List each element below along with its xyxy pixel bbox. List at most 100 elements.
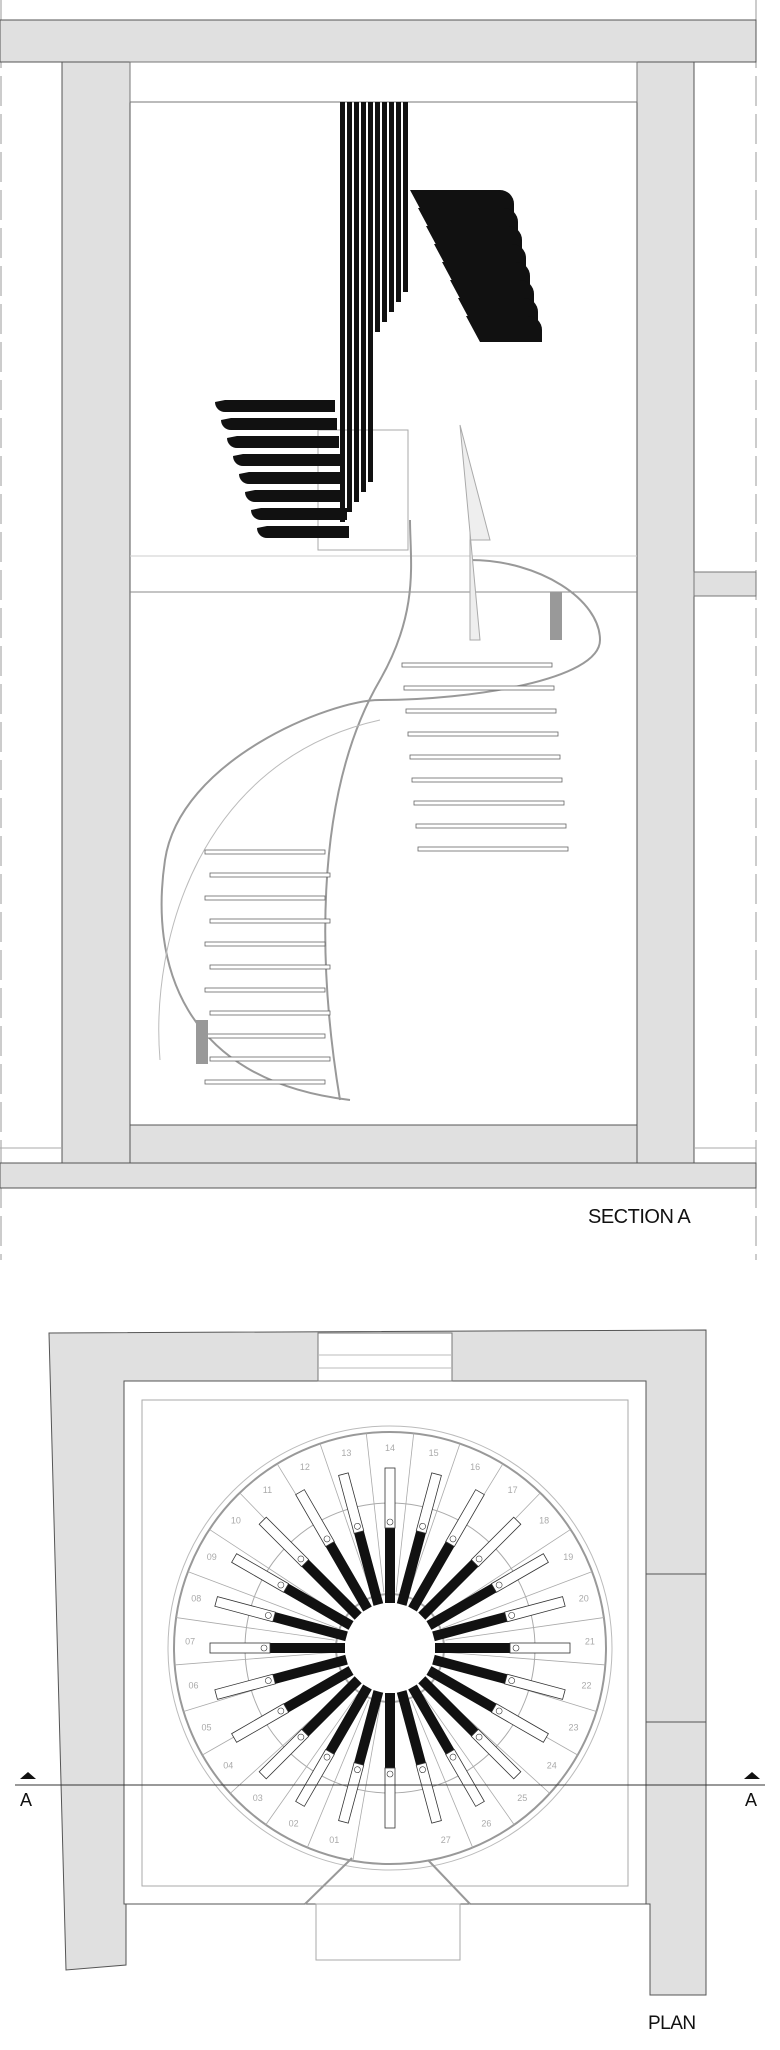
stair-tread	[204, 1033, 326, 1039]
step-number: 23	[569, 1722, 579, 1732]
step-number: 27	[441, 1835, 451, 1845]
tread-extension	[209, 1642, 271, 1654]
tread	[258, 1516, 362, 1620]
tread-black	[396, 1690, 426, 1766]
tread-fixing	[297, 1555, 305, 1563]
step-number: 21	[585, 1637, 595, 1647]
tread-black	[301, 1676, 362, 1737]
tread	[408, 1489, 485, 1612]
stair-tread	[209, 1056, 331, 1062]
step-divider	[411, 1699, 474, 1848]
tread	[258, 1676, 362, 1780]
step-divider	[407, 1443, 461, 1596]
suspended-tread	[221, 418, 337, 430]
tread-fixing	[264, 1612, 272, 1619]
tread	[396, 1690, 442, 1824]
tread	[435, 1642, 571, 1654]
stair-exit-rails	[304, 1857, 471, 1905]
tread-fixing	[264, 1677, 272, 1684]
floor-slab	[0, 1162, 757, 1189]
hanging-rod	[382, 102, 387, 322]
suspended-tread	[227, 436, 339, 448]
hanging-rod	[354, 102, 359, 502]
hanging-rod	[389, 102, 394, 312]
stair-tread	[209, 918, 331, 924]
stair-tread	[407, 731, 559, 737]
step-number: 03	[253, 1793, 263, 1803]
tread-black	[283, 1583, 354, 1630]
tread-black	[426, 1666, 497, 1713]
core-void	[346, 1604, 434, 1692]
section-a-drawing	[0, 0, 757, 1260]
tread-extension	[415, 1762, 442, 1824]
step-divider	[306, 1699, 369, 1848]
plan-bottom-opening	[315, 1903, 461, 1961]
step-number: 05	[201, 1722, 211, 1732]
tread-black	[325, 1684, 372, 1755]
stair-tread	[204, 987, 326, 993]
step-number: 25	[517, 1793, 527, 1803]
stair-tread	[405, 708, 557, 714]
stair-tread	[209, 872, 331, 878]
hanging-rod	[403, 102, 408, 292]
roof-slab	[0, 19, 757, 63]
tread-extension	[214, 1596, 276, 1623]
tread	[408, 1684, 485, 1807]
tread-fixing	[449, 1753, 457, 1761]
tread-extension	[470, 1728, 522, 1780]
tread-extension	[509, 1642, 571, 1654]
step-divider	[352, 1703, 381, 1861]
tread	[418, 1516, 522, 1620]
step-number: 06	[189, 1680, 199, 1690]
tread-extension	[231, 1703, 290, 1743]
tread-fixing	[386, 1518, 394, 1526]
tread-fixing	[260, 1644, 268, 1652]
inner-platform	[141, 1399, 629, 1887]
tread-fixing	[354, 1522, 361, 1530]
step-number: 08	[191, 1593, 201, 1603]
hanging-rod	[375, 102, 380, 332]
step-number: 14	[385, 1443, 395, 1453]
tread-fixing	[354, 1766, 361, 1774]
tread-extension	[258, 1728, 310, 1780]
cut-marker-left-label: A	[20, 1790, 32, 1810]
tread-extension	[295, 1748, 335, 1807]
step-divider	[319, 1443, 373, 1596]
tread	[214, 1654, 348, 1700]
tread-black	[385, 1693, 395, 1768]
tread-black	[272, 1612, 348, 1642]
step-number: 18	[539, 1516, 549, 1526]
tread-extension	[490, 1553, 549, 1593]
tread-extension	[415, 1472, 442, 1534]
suspended-tread	[215, 400, 335, 412]
tread-black	[354, 1530, 384, 1606]
step-number: 16	[470, 1462, 480, 1472]
tread-fixing	[277, 1707, 285, 1715]
tread	[209, 1642, 345, 1654]
tread-black	[283, 1666, 354, 1713]
mid-slab-right	[693, 571, 757, 597]
tread-fixing	[508, 1677, 516, 1684]
tread-fixing	[449, 1535, 457, 1543]
tread-fixing	[495, 1707, 503, 1715]
stair-tread	[413, 800, 565, 806]
plan-title: PLAN	[648, 2013, 696, 2034]
tread-extension	[490, 1703, 549, 1743]
tread	[432, 1596, 566, 1642]
stair-tread	[204, 895, 326, 901]
hanging-rod	[347, 102, 352, 512]
floor-band	[129, 1124, 638, 1164]
tread	[396, 1472, 442, 1606]
suspended-tread	[239, 472, 343, 484]
section-title: SECTION A	[588, 1206, 691, 1228]
tread-black	[408, 1684, 455, 1755]
stair-tread	[209, 964, 331, 970]
suspended-tread	[245, 490, 345, 502]
tread-black	[396, 1530, 426, 1606]
step-number: 24	[547, 1761, 557, 1771]
step-divider	[445, 1651, 606, 1666]
tread-fixing	[419, 1522, 426, 1530]
step-number: 19	[563, 1552, 573, 1562]
tread	[426, 1666, 549, 1743]
